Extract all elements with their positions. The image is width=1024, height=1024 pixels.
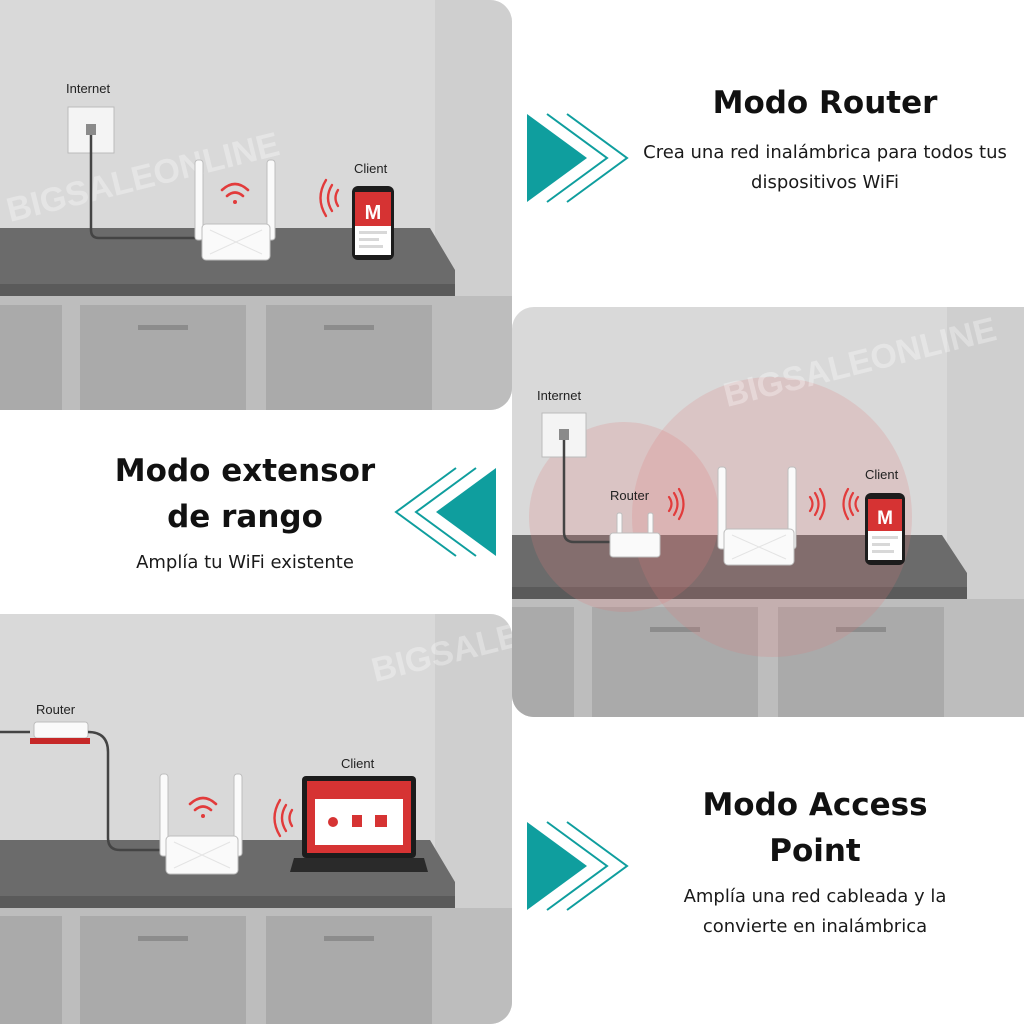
red-shelf [30, 738, 90, 744]
router-mode-caption: Modo Router Crea una red inalámbrica par… [625, 80, 1024, 198]
app-logo-letter: M [365, 202, 382, 224]
extender-mode-description: Amplía tu WiFi existente [136, 552, 354, 573]
signal-waves-icon [667, 487, 685, 521]
access-point-mode-illustration: BIGSALEONLINE Router Client [0, 614, 512, 1024]
client-label: Client [354, 161, 388, 176]
cabinet-door [80, 305, 246, 410]
router-coverage-area [529, 422, 719, 612]
watermark: BIGSALEONLINE [3, 125, 283, 230]
access-point-device-icon [159, 773, 243, 875]
cabinet-door [266, 916, 432, 1024]
cabinet-door [592, 607, 758, 717]
double-chevron-right-icon [527, 113, 629, 203]
extender-coverage-area [632, 377, 912, 657]
app-logo-letter: M [877, 508, 893, 529]
internet-label: Internet [66, 81, 110, 96]
wifi-icon [220, 182, 250, 204]
access-point-mode-description: Amplía una red cableada y la convierte e… [683, 886, 947, 937]
router-mode-description: Crea una red inalámbrica para todos tus … [643, 142, 1007, 193]
wifi-icon [188, 796, 218, 818]
extender-mode-title: Modo extensor de rango [114, 453, 376, 535]
router-label: Router [36, 702, 76, 717]
client-label: Client [341, 756, 375, 771]
cabinet-door [266, 305, 432, 410]
extender-device-icon [717, 466, 797, 566]
cabinet-door [80, 916, 246, 1024]
extender-mode-scene: BIGSALEONLINE Internet Router [512, 307, 1024, 717]
extender-mode-illustration: BIGSALEONLINE Internet Router [512, 307, 1024, 717]
signal-waves-icon [842, 487, 860, 521]
double-chevron-left-icon [394, 467, 496, 557]
ethernet-cable [562, 440, 612, 544]
phone-icon: M [352, 186, 394, 260]
router-mode-illustration: BIGSALEONLINE Internet Client [0, 0, 512, 410]
router-device-icon [194, 159, 276, 261]
router-mode-title: Modo Router [712, 85, 938, 121]
extender-mode-caption: Modo extensor de rango Amplía tu WiFi ex… [20, 448, 470, 578]
access-point-mode-caption: Modo Access Point Amplía una red cablead… [625, 782, 1005, 942]
signal-waves-icon [808, 487, 826, 521]
access-point-mode-scene: BIGSALEONLINE Router Client [0, 614, 512, 1024]
double-chevron-right-icon [527, 821, 629, 911]
signal-waves-icon [319, 178, 340, 218]
router-mode-scene: BIGSALEONLINE Internet Client [0, 0, 512, 410]
cabinet-door [778, 607, 944, 717]
router-device-icon [30, 721, 90, 744]
ethernet-cable [89, 135, 205, 240]
router-device-icon [609, 512, 661, 558]
laptop-icon [290, 776, 428, 872]
client-label: Client [865, 467, 899, 482]
access-point-mode-title: Modo Access Point [702, 787, 928, 869]
internet-label: Internet [537, 388, 581, 403]
ethernet-cable [87, 730, 165, 852]
router-label: Router [610, 488, 650, 503]
phone-icon: M [865, 493, 905, 565]
signal-waves-icon [273, 798, 294, 838]
